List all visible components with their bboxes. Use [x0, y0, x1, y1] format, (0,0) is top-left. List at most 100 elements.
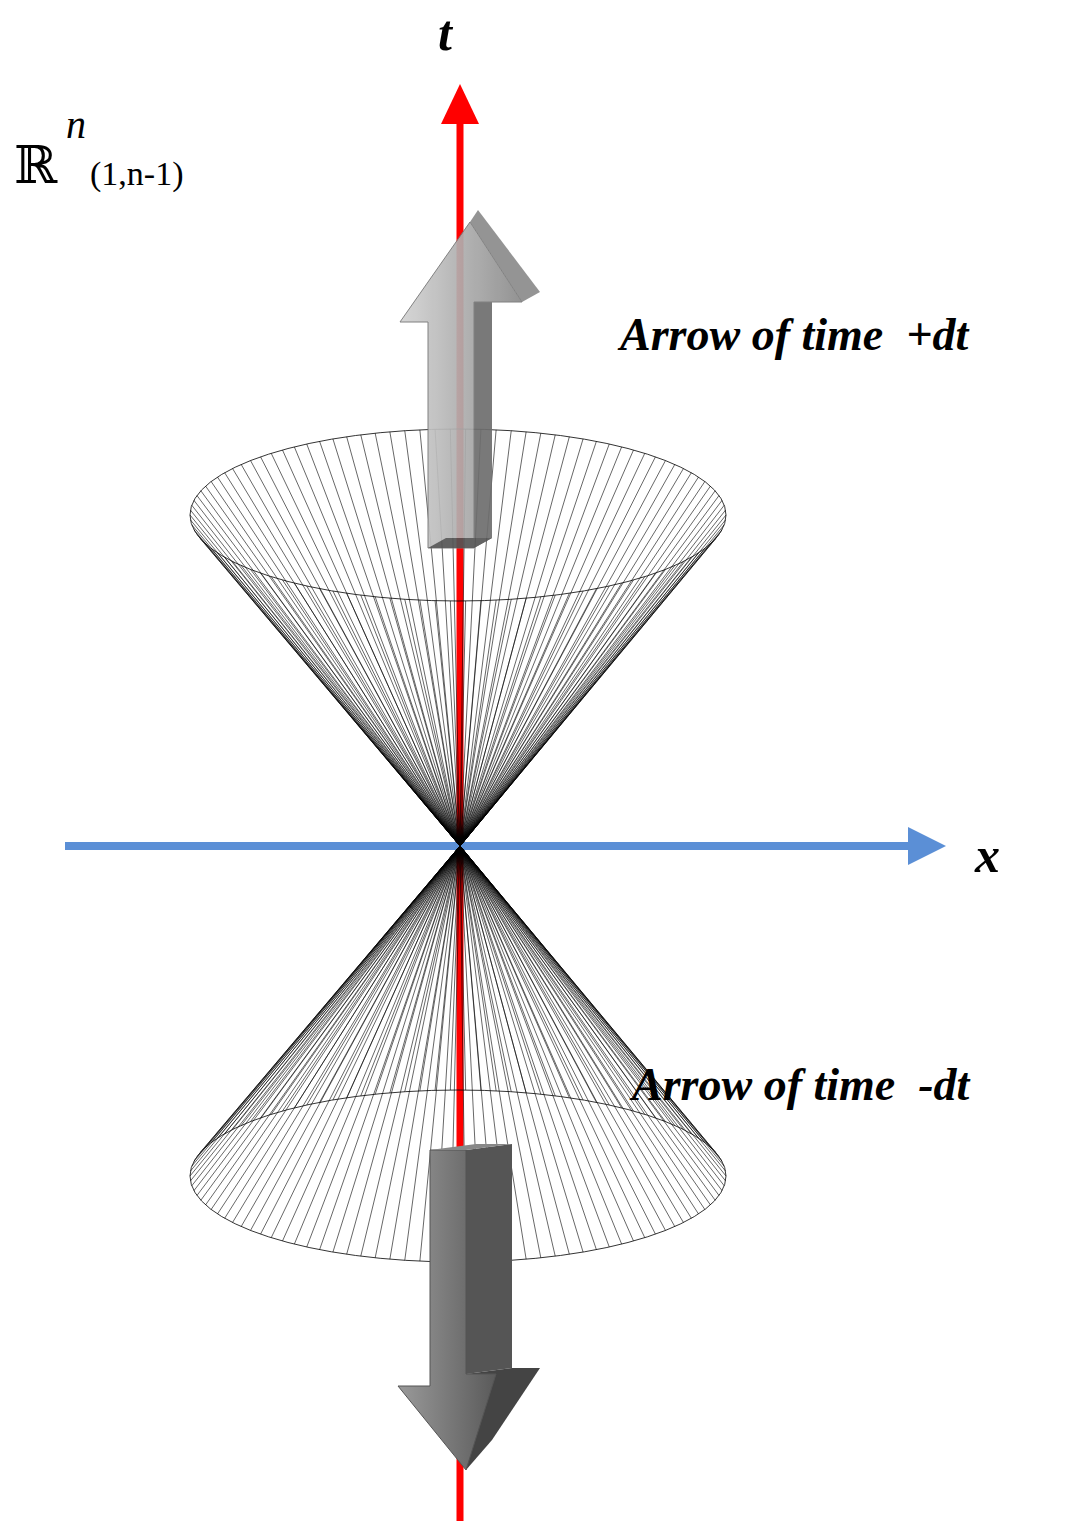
cone-stroke	[192, 505, 460, 846]
space-axis	[65, 842, 912, 850]
cone-stroke	[217, 477, 460, 846]
cone-stroke	[225, 473, 460, 846]
dimension-superscript: n	[66, 105, 86, 145]
cone-stroke	[460, 846, 719, 1195]
cone-stroke	[201, 846, 460, 1200]
cone-stroke	[460, 473, 691, 846]
cone-stroke	[211, 846, 460, 1143]
cone-stroke	[460, 491, 715, 846]
cone-stroke	[233, 846, 460, 1222]
cone-stroke	[241, 846, 460, 1227]
cone-stroke	[460, 846, 622, 1108]
cone-stroke	[251, 846, 460, 1230]
cone-stroke	[251, 846, 460, 1122]
cone-stroke	[460, 464, 675, 846]
cone-stroke	[460, 515, 726, 846]
cone-stroke	[460, 846, 726, 1176]
cone-stroke	[190, 520, 460, 846]
cone-stroke	[460, 500, 722, 846]
cone-stroke	[241, 464, 460, 846]
cone-stroke	[347, 846, 460, 1098]
cone-stroke	[435, 846, 460, 1090]
cone-stroke	[460, 846, 609, 1105]
cone-stroke	[460, 577, 645, 846]
cone-stroke	[460, 520, 726, 846]
axis-label: x	[975, 830, 1000, 880]
cone-stroke	[192, 846, 460, 1186]
cone-stroke	[460, 496, 719, 846]
future-arrow	[400, 210, 540, 548]
cone-stroke	[320, 846, 460, 1102]
cone-stroke	[460, 846, 645, 1114]
cone-stroke	[192, 525, 460, 846]
cone-stroke	[405, 846, 460, 1092]
cone-stroke	[294, 846, 460, 1108]
arrow-label: Arrow of time -dt	[632, 1062, 969, 1108]
cone-stroke	[420, 846, 460, 1091]
cone-stroke	[460, 530, 722, 846]
cone-stroke	[282, 846, 460, 1111]
cone-stroke	[460, 597, 541, 846]
cone-stroke	[460, 486, 710, 846]
cone-stroke	[217, 846, 460, 1138]
cone-stroke	[460, 525, 724, 846]
cone-stroke	[197, 846, 460, 1157]
light-cone	[190, 429, 726, 1262]
cone-stroke	[307, 846, 460, 1105]
cone-stroke	[190, 846, 460, 1171]
cone-stroke	[241, 846, 460, 1125]
cone-stroke	[460, 846, 726, 1171]
time-axis-head	[441, 84, 479, 124]
cone-stroke	[211, 846, 460, 1209]
cone-stroke	[206, 846, 460, 1147]
cone-stroke	[333, 846, 460, 1100]
cone-stroke	[460, 591, 583, 846]
cone-stroke	[361, 595, 460, 846]
space-symbol: ℝ	[14, 140, 57, 192]
cone-stroke	[460, 846, 569, 1098]
cone-stroke	[194, 500, 460, 846]
past-arrow	[398, 1144, 540, 1470]
cone-stroke	[460, 846, 634, 1111]
cone-stroke	[450, 846, 460, 1090]
cone-stroke	[190, 846, 460, 1176]
cone-stroke	[460, 544, 710, 846]
cone-stroke	[460, 846, 724, 1166]
cone-stroke	[375, 846, 460, 1094]
arrow-label: Arrow of time +dt	[620, 312, 968, 358]
cone-stroke	[233, 846, 460, 1130]
cone-stroke	[194, 846, 460, 1161]
cone-stroke	[217, 846, 460, 1214]
cone-stroke	[206, 846, 460, 1205]
cone-stroke	[460, 505, 724, 846]
cone-stroke	[460, 846, 722, 1191]
space-axis-head	[908, 827, 946, 865]
cone-stroke	[271, 846, 460, 1114]
cone-stroke	[361, 846, 460, 1096]
cone-stroke	[460, 846, 526, 1093]
signature-subscript: (1,n-1)	[90, 157, 183, 191]
cone-stroke	[460, 553, 699, 846]
cone-stroke	[460, 846, 596, 1102]
axis-label: t	[438, 8, 452, 58]
cone-stroke	[460, 477, 699, 846]
cone-stroke	[261, 846, 460, 1118]
cone-stroke	[460, 846, 555, 1096]
cone-stroke	[460, 846, 655, 1118]
cone-stroke	[460, 846, 466, 1090]
cone-stroke	[201, 846, 460, 1152]
cone-stroke	[460, 539, 715, 846]
cone-stroke	[460, 846, 541, 1094]
cone-stroke	[460, 469, 683, 846]
cone-stroke	[192, 846, 460, 1166]
cone-stroke	[390, 846, 460, 1093]
cone-stroke	[282, 580, 460, 846]
cone-stroke	[460, 548, 705, 846]
cone-stroke	[194, 846, 460, 1191]
cone-stroke	[460, 482, 705, 846]
cone-stroke	[197, 846, 460, 1195]
cone-stroke	[460, 534, 719, 846]
cone-stroke	[201, 491, 460, 846]
